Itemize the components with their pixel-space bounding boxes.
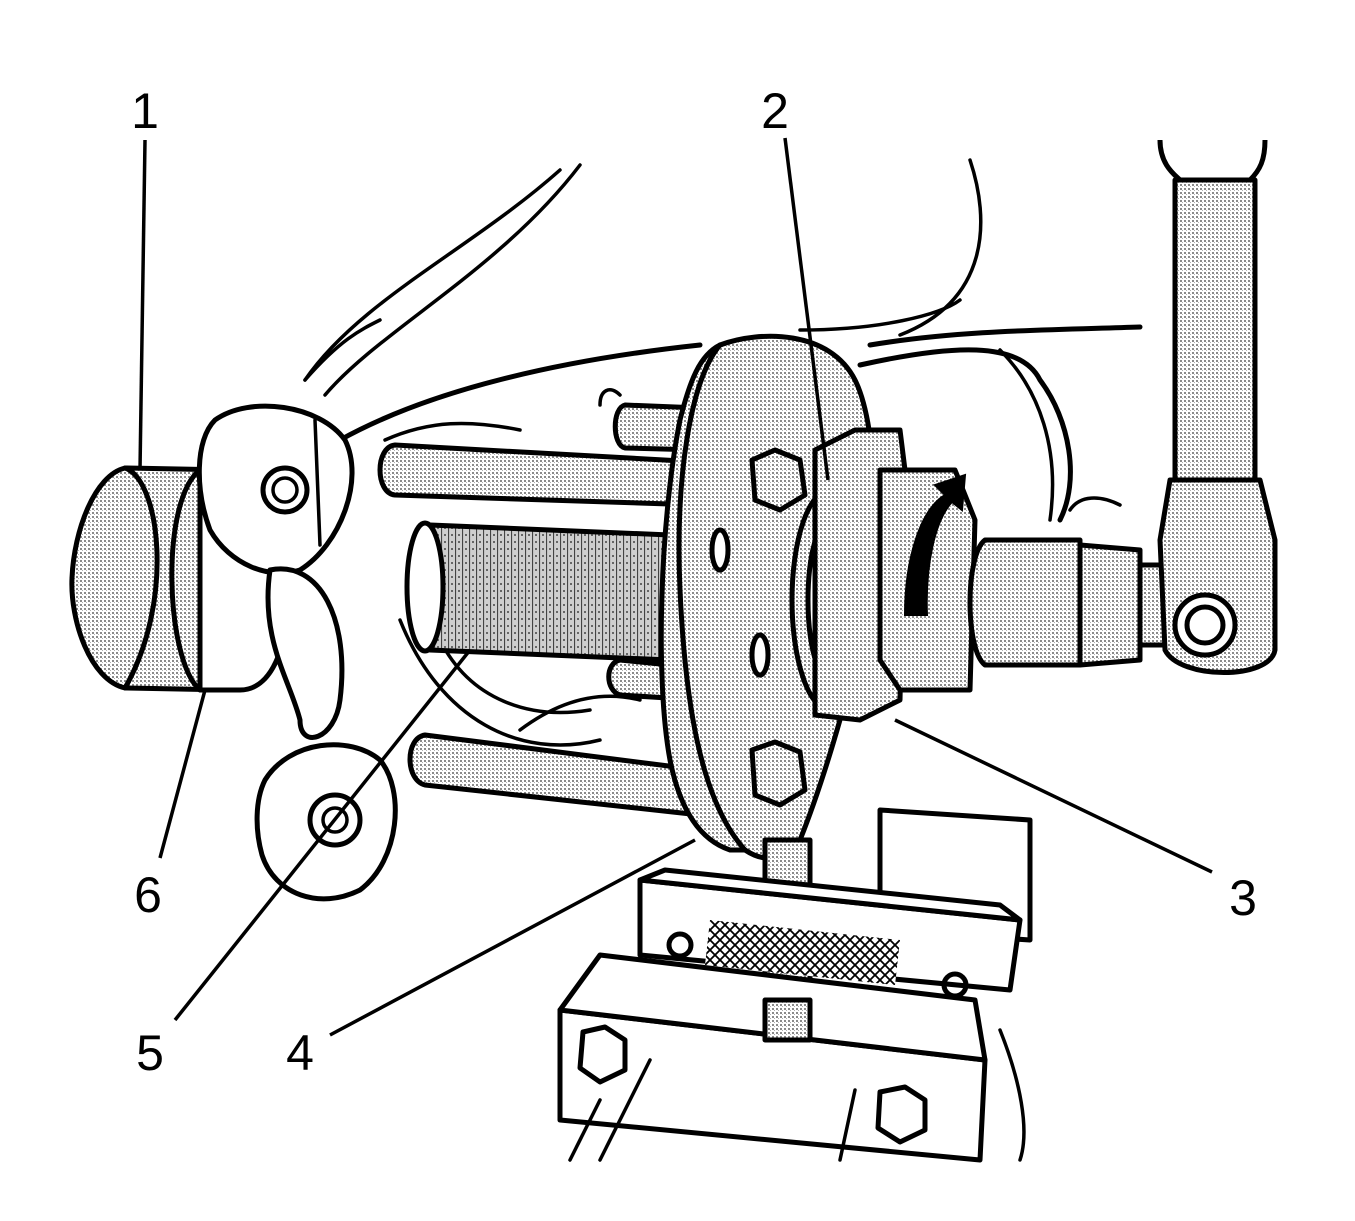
bushing [69, 465, 292, 693]
callout-labels: 1 2 3 4 5 6 [131, 83, 1257, 1081]
adapter-plate [812, 427, 978, 723]
leader-1 [138, 139, 147, 471]
rotation-arrow-icon [903, 473, 967, 616]
leader-4 [329, 838, 696, 1037]
leader-lines [138, 137, 1213, 1037]
callout-5: 5 [136, 1025, 164, 1081]
breaker-bar [1157, 139, 1278, 675]
callout-2: 2 [761, 83, 789, 139]
bench-vise [557, 807, 1033, 1163]
leader-3 [894, 718, 1213, 874]
threaded-rod [404, 520, 673, 663]
leader-2 [783, 137, 830, 481]
callout-1: 1 [131, 83, 159, 139]
callout-3: 3 [1229, 870, 1257, 926]
leader-6 [158, 689, 207, 859]
socket-extension [967, 537, 1168, 668]
leader-5 [173, 648, 472, 1022]
callout-6: 6 [134, 867, 162, 923]
knuckle-ears [196, 403, 398, 902]
callout-4: 4 [286, 1025, 314, 1081]
nuts [749, 447, 808, 808]
